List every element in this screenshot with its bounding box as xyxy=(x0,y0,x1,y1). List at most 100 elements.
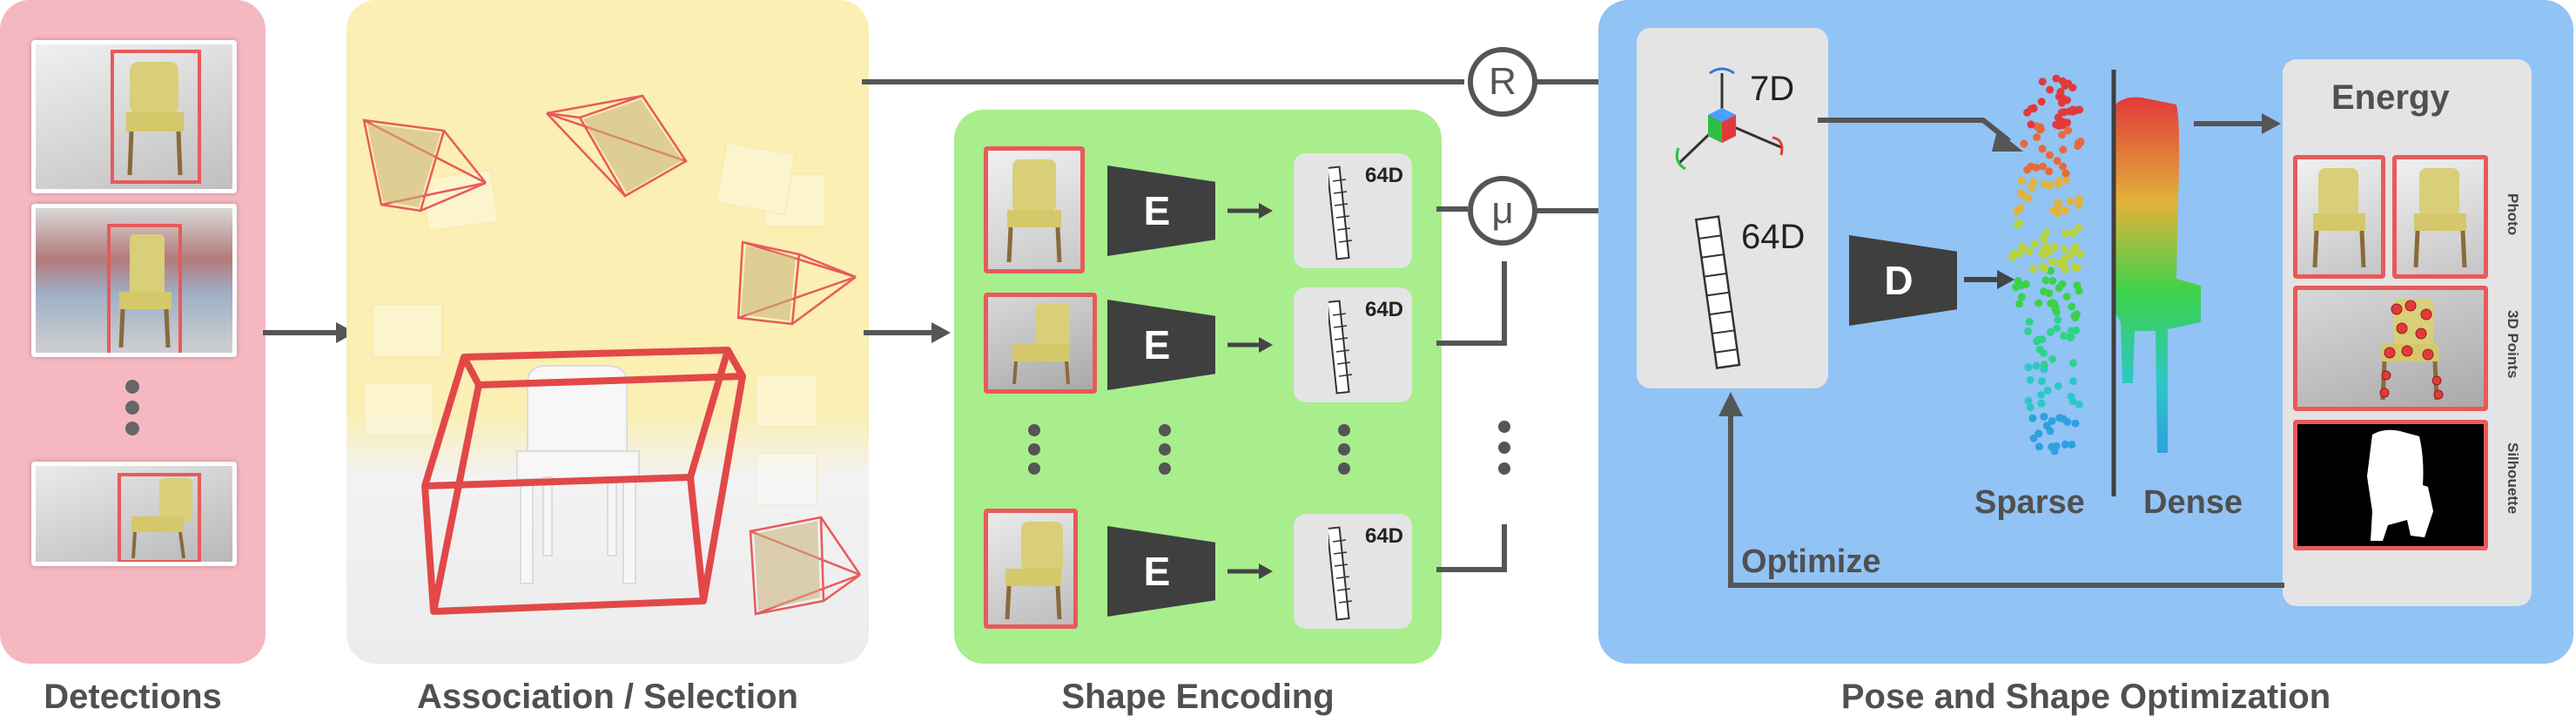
encoder-block-2: E xyxy=(1107,300,1215,390)
sparse-point xyxy=(2075,195,2083,204)
sparse-dense-reconstruction xyxy=(2008,70,2201,496)
sparse-point xyxy=(2025,318,2034,326)
pose-dim-label: 7D xyxy=(1750,70,1795,108)
sparse-point xyxy=(2013,207,2021,216)
shape-dim-label: 64D xyxy=(1741,218,1806,256)
optimize-feedback-arrow xyxy=(1718,392,2284,588)
detection-image-1 xyxy=(31,40,237,193)
arrow-decoder-to-points xyxy=(1964,270,2014,289)
sparse-point xyxy=(2059,415,2068,423)
sparse-point xyxy=(2017,293,2026,301)
encoding-input-1 xyxy=(984,146,1085,273)
sparse-point xyxy=(2030,240,2039,248)
sparse-point xyxy=(2061,169,2070,178)
optimize-label: Optimize xyxy=(1741,543,1881,580)
sparse-point xyxy=(2053,157,2061,165)
photo-term-label: Photo xyxy=(2505,193,2521,236)
sparse-point xyxy=(2048,354,2057,363)
sparse-point xyxy=(2041,276,2050,285)
sparse-point xyxy=(2032,361,2041,370)
sparse-point xyxy=(2062,293,2071,300)
ellipsis-dots xyxy=(124,380,141,441)
sparse-point xyxy=(2037,399,2046,408)
association-scene xyxy=(362,94,862,616)
arrow-encoder-2 xyxy=(1227,337,1273,353)
sparse-point xyxy=(2058,131,2067,139)
sparse-point xyxy=(2069,229,2077,237)
decoder-block: D xyxy=(1849,235,1957,326)
sparse-point xyxy=(2032,163,2041,172)
sparse-point xyxy=(2058,280,2067,288)
sparse-point xyxy=(2068,302,2076,311)
sparse-point xyxy=(2047,267,2055,275)
sparse-point xyxy=(2026,403,2035,412)
sparse-point xyxy=(2060,332,2068,341)
silhouette-term-label: Silhouette xyxy=(2505,442,2521,515)
sparse-point xyxy=(2024,363,2033,372)
sparse-point xyxy=(2048,416,2056,425)
silhouette-term-image xyxy=(2293,420,2488,550)
sparse-point xyxy=(2043,386,2052,395)
caption-association: Association / Selection xyxy=(417,678,798,716)
sparse-point xyxy=(2024,194,2033,202)
sparse-point xyxy=(2064,126,2073,135)
sparse-point xyxy=(2037,391,2045,399)
sparse-point xyxy=(2055,202,2063,211)
sparse-point xyxy=(2049,206,2058,214)
sparse-point xyxy=(2068,359,2077,368)
sparse-point xyxy=(2008,253,2017,261)
sparse-point xyxy=(2063,96,2071,105)
sparse-point xyxy=(2016,246,2025,255)
sparse-point xyxy=(2076,250,2085,259)
sparse-point xyxy=(2070,262,2079,271)
sparse-point xyxy=(2070,243,2079,252)
sparse-point xyxy=(2048,442,2056,451)
sparse-point xyxy=(2023,108,2032,117)
sparse-point xyxy=(2016,189,2025,197)
detection-image-3 xyxy=(31,462,237,566)
encoding-input-2 xyxy=(984,293,1097,394)
sparse-point xyxy=(2061,229,2070,238)
sparse-point xyxy=(2012,283,2020,292)
sparse-point xyxy=(2029,104,2038,112)
sparse-point xyxy=(2075,401,2083,408)
sparse-point xyxy=(2029,265,2037,273)
arrow-encoder-1 xyxy=(1227,203,1273,219)
latent-vector-2: 64D xyxy=(1294,287,1412,402)
arrow-7d-to-points xyxy=(1818,118,2023,152)
sparse-point xyxy=(2029,434,2038,442)
sparse-point xyxy=(2073,281,2082,290)
dense-label: Dense xyxy=(2143,484,2243,521)
sparse-point xyxy=(2075,224,2082,233)
points-term-image xyxy=(2293,286,2488,411)
encoding-input-3 xyxy=(984,509,1078,629)
sparse-point xyxy=(2037,98,2046,106)
rotation-connector xyxy=(862,79,1659,84)
sparse-point xyxy=(2055,180,2063,188)
sparse-point xyxy=(2038,145,2047,153)
photo-term-image-2 xyxy=(2392,155,2488,279)
sparse-point xyxy=(2060,245,2068,253)
sparse-point xyxy=(2067,392,2075,401)
sparse-point xyxy=(2037,377,2046,386)
rotation-symbol: R xyxy=(1468,47,1537,117)
detection-image-2 xyxy=(31,204,237,357)
sparse-point xyxy=(2029,178,2038,186)
sparse-point xyxy=(2064,79,2073,88)
sparse-point xyxy=(2059,145,2068,154)
sparse-point xyxy=(2073,310,2081,319)
mean-symbol: μ xyxy=(1468,176,1537,246)
sparse-point xyxy=(2033,133,2041,142)
sparse-point xyxy=(2046,181,2055,190)
sparse-point xyxy=(2068,105,2077,114)
sparse-point xyxy=(2061,175,2070,184)
sparse-point xyxy=(2035,429,2043,438)
arrow-detections-to-association xyxy=(263,322,355,343)
sparse-point xyxy=(2054,381,2062,390)
sparse-point xyxy=(2048,257,2056,266)
arrow-to-energy xyxy=(2194,113,2281,134)
sparse-point xyxy=(2046,427,2055,435)
sparse-point xyxy=(2052,308,2061,316)
sparse-point xyxy=(2027,120,2035,129)
sparse-point xyxy=(2041,250,2049,259)
